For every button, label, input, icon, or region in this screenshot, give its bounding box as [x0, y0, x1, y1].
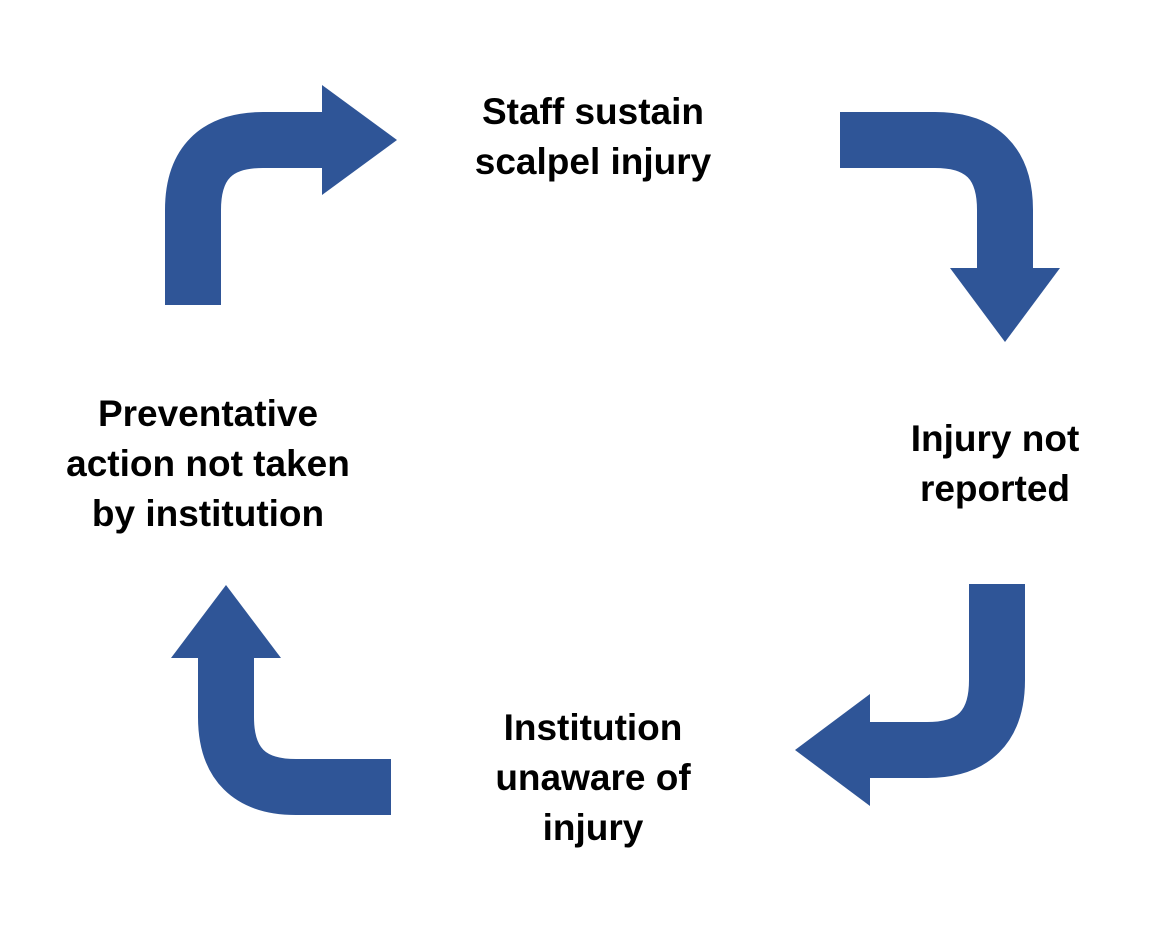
- stage-label-institution-unaware: Institution unaware of injury: [443, 703, 743, 853]
- stage-label-preventative-action-not-taken: Preventative action not taken by institu…: [28, 389, 388, 539]
- stage-label-line: unaware of: [495, 757, 691, 798]
- stage-label-line: Staff sustain: [481, 91, 705, 132]
- stage-label-line: action not taken: [66, 443, 350, 484]
- stage-label-line: Injury not: [910, 418, 1080, 459]
- stage-label-line: by institution: [91, 493, 325, 534]
- stage-label-line: scalpel injury: [474, 141, 712, 182]
- stage-label-injury-not-reported: Injury not reported: [845, 414, 1145, 514]
- stage-label-line: Preventative: [97, 393, 319, 434]
- stage-label-staff-sustain-injury: Staff sustain scalpel injury: [443, 87, 743, 187]
- arrow-left-to-top: [165, 85, 397, 305]
- stage-label-line: injury: [542, 807, 644, 848]
- arrow-right-to-bottom: [795, 584, 1025, 806]
- arrow-bottom-to-left: [171, 585, 391, 815]
- arrow-top-to-right: [840, 112, 1060, 342]
- stage-label-line: Institution: [503, 707, 683, 748]
- stage-label-line: reported: [919, 468, 1071, 509]
